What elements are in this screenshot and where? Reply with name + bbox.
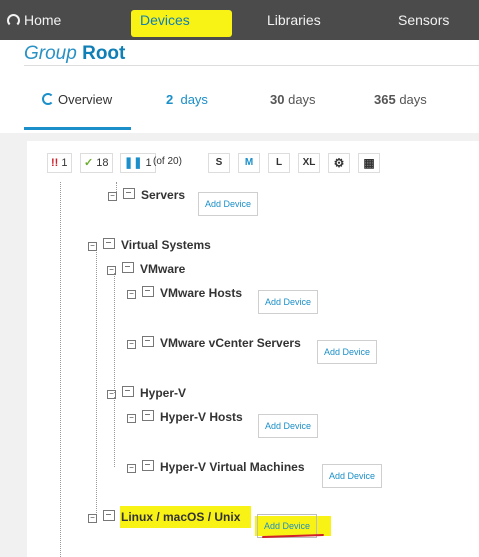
add-device-button[interactable]: Add Device: [257, 514, 318, 538]
device-group-icon: [123, 188, 135, 199]
add-device-button[interactable]: Add Device: [198, 192, 259, 216]
device-group-icon: [142, 286, 154, 297]
tree-node-servers[interactable]: −Servers: [108, 188, 185, 202]
active-tab-indicator: [24, 127, 131, 130]
gauge-icon: [42, 93, 54, 105]
tree-node-hyperv-hosts[interactable]: −Hyper-V Hosts: [127, 410, 243, 424]
tree-node-vmware-vcenter[interactable]: −VMware vCenter Servers: [127, 336, 301, 350]
tree-node-virtual-systems[interactable]: −Virtual Systems: [88, 238, 211, 252]
tab-30-days[interactable]: 30 days: [270, 92, 316, 107]
tab-overview[interactable]: Overview: [42, 92, 112, 107]
nav-devices[interactable]: Devices: [140, 12, 190, 28]
home-icon[interactable]: [7, 14, 20, 27]
add-device-button[interactable]: Add Device: [258, 414, 319, 438]
check-icon: ✓: [84, 157, 94, 169]
tree-node-vmware[interactable]: −VMware: [107, 262, 185, 276]
tree-node-vmware-hosts[interactable]: −VMware Hosts: [127, 286, 242, 300]
ok-count-badge[interactable]: ✓ 18: [80, 153, 113, 173]
title-strip: [0, 40, 479, 67]
tab-365-days[interactable]: 365 days: [374, 92, 427, 107]
tab-bar: Overview 2 days 30 days 365 days: [0, 67, 479, 133]
device-group-icon: [122, 262, 134, 273]
nav-home[interactable]: Home: [24, 12, 62, 28]
add-device-button[interactable]: Add Device: [317, 340, 378, 364]
add-device-button[interactable]: Add Device: [258, 290, 319, 314]
highlight-add-device: [255, 516, 331, 536]
grid-view-icon[interactable]: ▦: [358, 153, 380, 173]
nav-libraries[interactable]: Libraries: [267, 12, 321, 28]
tree-node-hyperv[interactable]: −Hyper-V: [107, 386, 186, 400]
tree-node-linux[interactable]: −Linux / macOS / Unix: [88, 510, 240, 524]
pause-icon: ❚❚: [124, 157, 143, 169]
alarm-count-badge[interactable]: !! 1: [47, 153, 72, 173]
nav-sensors[interactable]: Sensors: [398, 12, 450, 28]
device-group-icon: [142, 336, 154, 347]
alert-icon: !!: [51, 157, 59, 169]
tree-node-hyperv-vms[interactable]: −Hyper-V Virtual Machines: [127, 460, 305, 474]
device-group-icon: [142, 460, 154, 471]
device-group-icon: [103, 510, 115, 521]
gear-icon[interactable]: ⚙: [328, 153, 350, 173]
tab-2-days[interactable]: 2 days: [166, 92, 208, 107]
highlight-devices: [131, 10, 232, 37]
highlight-linux: [120, 506, 251, 528]
size-m-button[interactable]: M: [238, 153, 260, 173]
size-l-button[interactable]: L: [268, 153, 290, 173]
size-s-button[interactable]: S: [208, 153, 230, 173]
device-group-icon: [142, 410, 154, 421]
size-xl-button[interactable]: XL: [298, 153, 320, 173]
total-count: (of 20): [153, 156, 182, 167]
top-nav-bar: Home Devices Libraries Sensors: [0, 0, 479, 40]
page-title: Group Root: [24, 43, 126, 64]
device-group-icon: [122, 386, 134, 397]
paused-count-badge[interactable]: ❚❚ 1: [120, 153, 156, 173]
add-device-button[interactable]: Add Device: [322, 464, 383, 488]
device-group-icon: [103, 238, 115, 249]
